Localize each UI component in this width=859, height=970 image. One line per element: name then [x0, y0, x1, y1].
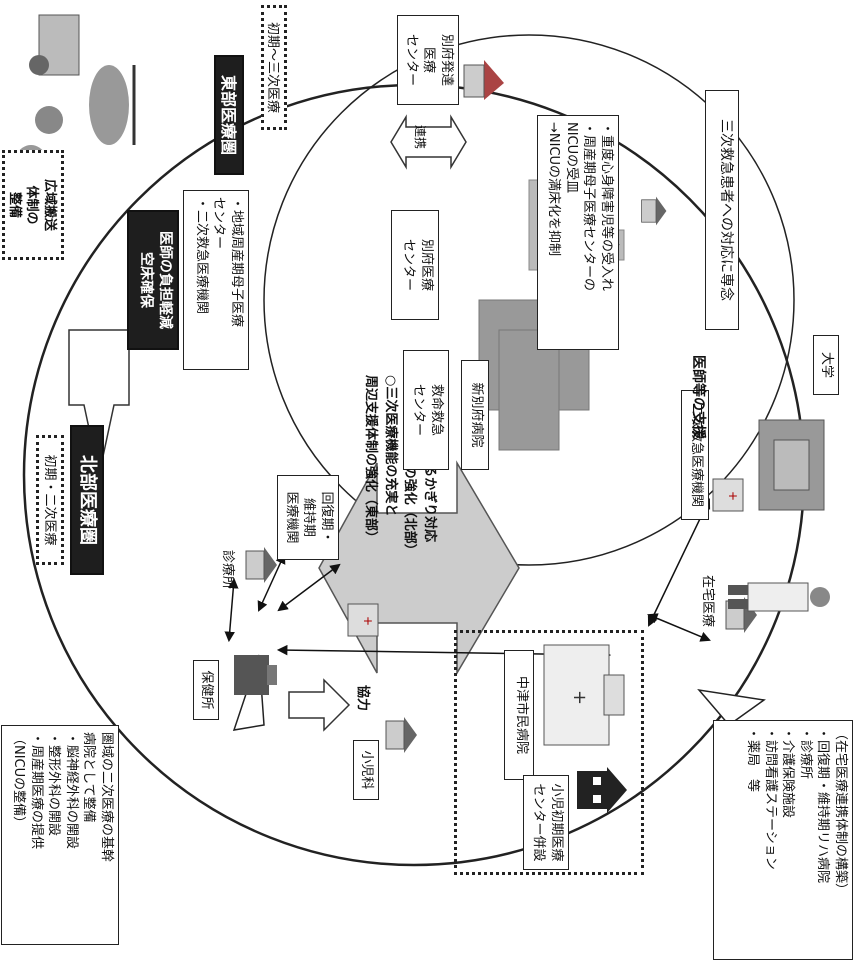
- small-house-icon: [641, 196, 667, 226]
- doctor-support-label: 医師等の支援: [690, 355, 706, 439]
- pediatric-center-house-icon: [577, 767, 627, 813]
- development-center-house-icon: [463, 60, 504, 100]
- cooperation-arrow: [288, 678, 351, 732]
- base-hospital-box: 圏域の二次医療の基幹 病院として整備 ・脳神経外科の開設 ・整形外科の開設 ・周…: [1, 725, 119, 945]
- east-area-circle: [263, 34, 795, 566]
- helicopter-ambulance-icon: [29, 14, 136, 145]
- recovery-facility-label: 回復期・ 維持期 医療機関: [277, 475, 339, 560]
- university-building-icon: [758, 419, 825, 511]
- nakatsu-hospital-building-icon: +: [543, 644, 625, 746]
- north-area-subtitle: 初期・二次医療: [36, 435, 64, 565]
- pediatrics-house-icon: [385, 717, 417, 753]
- east-area-subtitle: 初期～三次医療: [261, 5, 287, 130]
- home-care-box: （在宅医療連携体制の構築） ・回復期・維持期リハ病院 ・診療所 ・介護保険施設 …: [713, 720, 853, 960]
- nicu-box: ・重度心身障害児等の受入れ ・周産期母子医療センターの NICUの受皿 →NIC…: [537, 115, 619, 350]
- critical-care-center-label: 救命救急 センター: [403, 350, 449, 470]
- secondary-emergency-link: [647, 498, 711, 627]
- doctor-icon: [728, 582, 830, 612]
- burden-box: 医師の負担軽減 空床確保: [127, 210, 179, 350]
- linkage-double-arrow: [390, 114, 467, 170]
- pediatric-center-label: 小児初期医療 センター併設: [523, 775, 569, 870]
- north-area-title: 北部医療圏: [70, 425, 104, 575]
- clinic-link: [257, 553, 286, 612]
- health-center-label: 保健所: [193, 660, 219, 720]
- beppu-medical-center-label: 別府医療 センター: [391, 210, 439, 320]
- new-beppu-hospital-label: 新別府病院: [461, 360, 489, 470]
- tertiary-box: 三次救急患者への対応に専念: [705, 90, 739, 330]
- transport-box: 広域搬送 体制の 整備: [2, 150, 64, 260]
- linkage-label: 連携: [413, 125, 427, 150]
- clinic-label: 診療所: [220, 550, 235, 590]
- recovery-link: [277, 563, 341, 612]
- clinic-health-link: [224, 577, 239, 643]
- health-center-building-icon: [234, 655, 277, 695]
- pediatrics-clinic-label: 小児科: [353, 740, 379, 800]
- svg-text:+: +: [569, 690, 590, 705]
- base-hospital-callout: [697, 688, 766, 727]
- nakatsu-hospital-label: 中津市民病院: [504, 650, 534, 780]
- secondary-emergency-building-icon: +: [712, 478, 744, 512]
- east-area-title: 東部医療圏: [214, 55, 244, 175]
- clinic-house-icon: [245, 547, 277, 583]
- svg-text:+: +: [361, 616, 375, 626]
- beppu-development-center-label: 別府発達 医療 センター: [397, 15, 459, 105]
- home-care-label: 在宅医療: [700, 575, 715, 628]
- university-label: 大学: [813, 335, 839, 395]
- recovery-building-icon: +: [347, 603, 379, 637]
- cooperation-label: 協力: [355, 685, 370, 712]
- svg-text:+: +: [726, 491, 740, 501]
- perinatal-box: ・地域周産期母子医療 センター ・二次救急医療機関: [183, 190, 249, 370]
- doctor-support-arrow: [68, 329, 130, 476]
